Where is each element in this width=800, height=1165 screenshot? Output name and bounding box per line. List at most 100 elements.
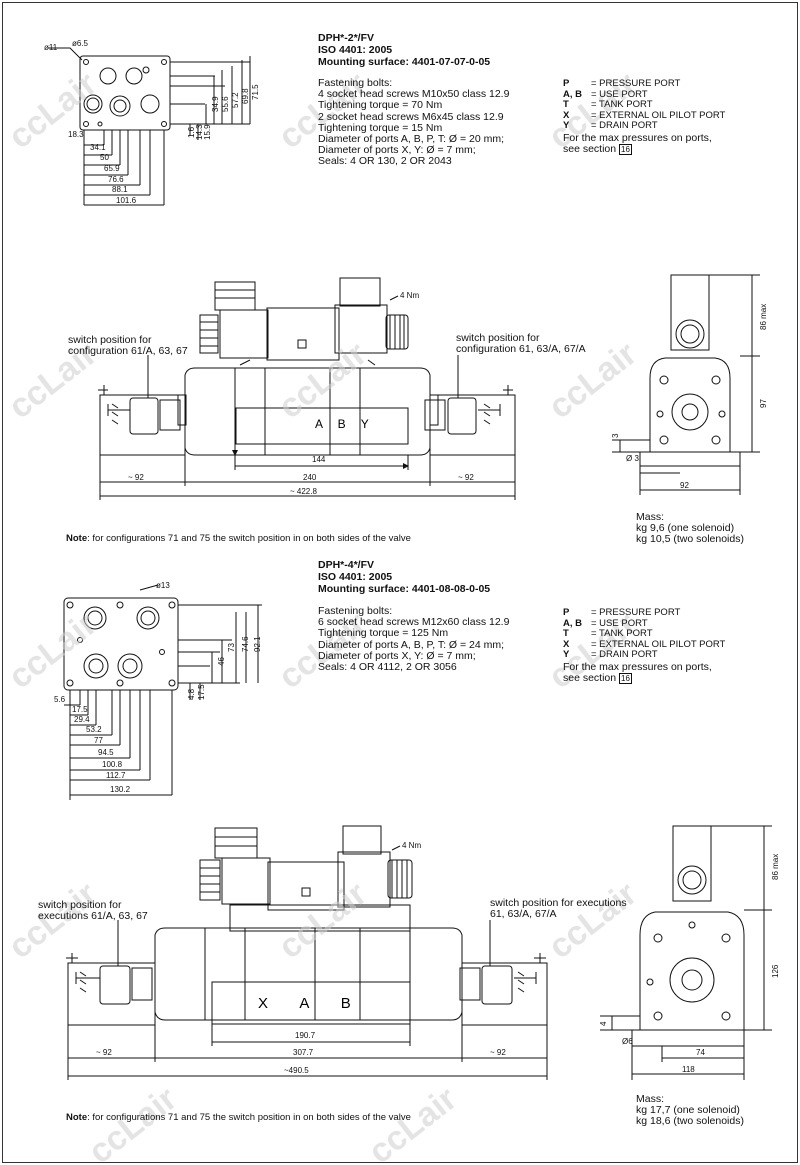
switch-right-label-2b: 61, 63/A, 67/A bbox=[490, 908, 557, 920]
section2-mounting: Mounting surface: 4401-08-08-0-05 bbox=[318, 583, 491, 595]
svg-text:46: 46 bbox=[217, 657, 226, 666]
svg-text:4: 4 bbox=[599, 1021, 608, 1026]
svg-text:ccLair: ccLair bbox=[542, 875, 644, 967]
max-pressure-note: For the max pressures on ports, bbox=[563, 660, 712, 673]
legend-key: Y bbox=[563, 649, 570, 661]
mass-label: Mass: bbox=[636, 1093, 665, 1105]
switch-left-label-1a: switch position for bbox=[68, 334, 152, 346]
svg-text:94.5: 94.5 bbox=[98, 748, 114, 757]
section1-iso: ISO 4401: 2005 bbox=[318, 44, 393, 56]
section2-fastening: Fastening bolts: 6 socket head screws M1… bbox=[318, 605, 509, 674]
fastening-line: Diameter of ports A, B, P, T: Ø = 24 mm; bbox=[318, 638, 505, 651]
svg-text:126: 126 bbox=[771, 964, 780, 978]
legend-key: P bbox=[563, 78, 570, 89]
ports-label-1: A B Y bbox=[315, 417, 375, 431]
fastening-line: Fastening bolts: bbox=[318, 605, 393, 617]
legend-value: = TANK PORT bbox=[591, 628, 653, 640]
svg-text:Ø 3: Ø 3 bbox=[626, 454, 639, 463]
svg-text:29.4: 29.4 bbox=[74, 715, 90, 724]
mass-1: Mass: kg 9,6 (one solenoid) kg 10,5 (two… bbox=[636, 511, 744, 546]
valve-side-view-2 bbox=[600, 825, 772, 1080]
legend-value: = TANK PORT bbox=[591, 99, 653, 111]
svg-text:88.1: 88.1 bbox=[112, 185, 128, 194]
note-label: Note bbox=[66, 1112, 88, 1123]
switch-left-label-1b: configuration 61/A, 63, 67 bbox=[68, 345, 188, 357]
svg-text:ø6.5: ø6.5 bbox=[72, 39, 89, 48]
svg-text:101.6: 101.6 bbox=[116, 196, 137, 205]
plate-2-dimensions: ø13 5.6 17.5 29.4 53.2 77 94.5 100.8 112… bbox=[54, 581, 262, 794]
ports-label-2: X A B bbox=[258, 995, 365, 1012]
svg-text:97: 97 bbox=[759, 399, 768, 408]
switch-left-label-2b: executions 61/A, 63, 67 bbox=[38, 910, 148, 922]
fastening-line: Tightening torque = 125 Nm bbox=[318, 627, 449, 640]
svg-text:ø11: ø11 bbox=[44, 43, 58, 52]
mass-2: Mass: kg 17,7 (one solenoid) kg 18,6 (tw… bbox=[636, 1093, 744, 1128]
legend-key: P bbox=[563, 607, 570, 618]
svg-text:190.7: 190.7 bbox=[295, 1031, 316, 1040]
svg-text:77: 77 bbox=[94, 736, 103, 745]
svg-text:92: 92 bbox=[680, 481, 689, 490]
legend-value: = DRAIN PORT bbox=[591, 120, 658, 132]
svg-text:17.5: 17.5 bbox=[72, 705, 88, 714]
svg-text:~ 92: ~ 92 bbox=[490, 1048, 506, 1057]
fastening-line: 2 socket head screws M6x45 class 12.9 bbox=[318, 110, 504, 123]
mounting-plate-2 bbox=[63, 584, 262, 800]
see-section-text: see section bbox=[563, 671, 617, 684]
legend-value: = EXTERNAL OIL PILOT PORT bbox=[591, 638, 726, 650]
svg-text:18.3: 18.3 bbox=[68, 130, 84, 139]
svg-text:57.2: 57.2 bbox=[231, 92, 240, 108]
legend-value: = PRESSURE PORT bbox=[591, 607, 681, 618]
valve-side-view-1 bbox=[612, 274, 760, 495]
switch-left-label-2a: switch position for bbox=[38, 899, 122, 911]
section2-title: DPH*-4*/FV bbox=[318, 559, 375, 571]
valve-front-view-1 bbox=[98, 277, 516, 500]
legend-key: T bbox=[563, 628, 569, 640]
svg-text:92.1: 92.1 bbox=[253, 636, 262, 652]
svg-text:3: 3 bbox=[611, 433, 620, 438]
valve-2-dimensions: 190.7 307.7 ~ 92 ~ 92 ~490.5 X A B 4 Nm … bbox=[96, 841, 780, 1075]
legend-key: Y bbox=[563, 120, 570, 132]
mass-one-solenoid: kg 9,6 (one solenoid) bbox=[636, 522, 735, 535]
switch-right-label-1b: configuration 61, 63/A, 67/A bbox=[456, 343, 586, 355]
fastening-line: 4 socket head screws M10x50 class 12.9 bbox=[318, 88, 510, 101]
section-ref-box: 16 bbox=[619, 672, 632, 684]
svg-text:ccLair: ccLair bbox=[2, 605, 104, 697]
svg-text:34.1: 34.1 bbox=[90, 143, 106, 152]
svg-text:~ 92: ~ 92 bbox=[128, 473, 144, 482]
svg-text:71.5: 71.5 bbox=[251, 84, 260, 100]
fastening-line: Diameter of ports X, Y: Ø = 7 mm; bbox=[318, 649, 476, 662]
svg-text:~ 422.8: ~ 422.8 bbox=[290, 487, 317, 496]
section1-mounting: Mounting surface: 4401-07-07-0-05 bbox=[318, 56, 491, 68]
see-section-text: see section bbox=[563, 142, 617, 155]
legend-key: X bbox=[563, 638, 570, 650]
svg-text:1.6: 1.6 bbox=[187, 126, 196, 138]
legend-value: = DRAIN PORT bbox=[591, 649, 658, 661]
fastening-line: Tightening torque = 15 Nm bbox=[318, 121, 443, 134]
plate-1-dimensions: ø6.5 ø11 18.3 34.1 50 65.9 76.6 88.1 101… bbox=[44, 39, 260, 205]
switch-right-label-1a: switch position for bbox=[456, 332, 540, 344]
svg-text:86 max: 86 max bbox=[771, 854, 780, 880]
valve-1-dimensions: 144 240 ~ 92 ~ 92 ~ 422.8 A B Y 4 Nm 86 … bbox=[128, 291, 768, 496]
svg-text:~490.5: ~490.5 bbox=[284, 1066, 309, 1075]
legend-value: = USE PORT bbox=[591, 617, 648, 629]
svg-text:240: 240 bbox=[303, 473, 317, 482]
svg-text:73: 73 bbox=[227, 643, 236, 652]
svg-text:307.7: 307.7 bbox=[293, 1048, 314, 1057]
legend-value: = PRESSURE PORT bbox=[591, 78, 681, 89]
fastening-line: Seals: 4 OR 4112, 2 OR 3056 bbox=[318, 661, 457, 674]
note-text: : for configurations 71 and 75 the switc… bbox=[87, 533, 411, 544]
svg-text:86 max: 86 max bbox=[759, 304, 768, 330]
note-text: : for configurations 71 and 75 the switc… bbox=[87, 1112, 411, 1123]
svg-text:118: 118 bbox=[682, 1065, 695, 1074]
svg-text:144: 144 bbox=[312, 455, 326, 464]
legend-value: = USE PORT bbox=[591, 88, 648, 100]
svg-text:50: 50 bbox=[100, 153, 109, 162]
valve-front-view-2 bbox=[66, 825, 548, 1080]
svg-text:4.8: 4.8 bbox=[187, 688, 196, 700]
legend-key: A, B bbox=[563, 88, 582, 100]
svg-text:55.6: 55.6 bbox=[221, 96, 230, 112]
svg-text:~ 92: ~ 92 bbox=[458, 473, 474, 482]
note-label: Note bbox=[66, 533, 88, 544]
